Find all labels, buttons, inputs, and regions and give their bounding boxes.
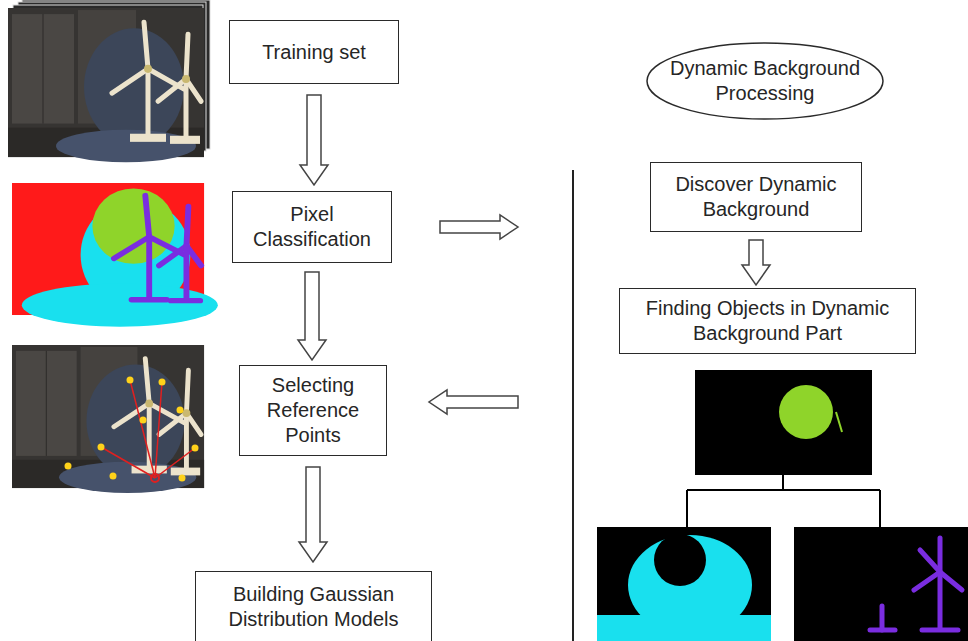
blade — [920, 550, 940, 572]
process-box: Discover Dynamic Background — [650, 162, 862, 232]
base — [922, 628, 958, 633]
reference-dot — [177, 407, 184, 414]
hollow-arrow — [429, 390, 518, 414]
reference-photo — [12, 345, 204, 493]
blade — [114, 237, 149, 259]
mask-hole — [654, 534, 706, 586]
dynamic-object — [779, 385, 833, 439]
node-text: Training set — [262, 40, 366, 65]
stand — [184, 246, 190, 300]
process-box: Building Gaussian Distribution Models — [195, 571, 432, 641]
bracket-line — [879, 490, 881, 527]
node-text: Pixel Classification — [243, 202, 381, 252]
mask-image — [695, 370, 872, 475]
bracket-line — [782, 475, 784, 490]
reference-line — [101, 447, 155, 478]
seg-windmill — [114, 196, 201, 301]
hollow-arrow — [299, 467, 327, 562]
mask-image — [597, 527, 771, 641]
node-text: Building Gaussian Distribution Models — [206, 582, 421, 632]
node-text: Selecting Reference Points — [250, 373, 376, 448]
windmill-object — [870, 538, 962, 630]
reference-line — [155, 448, 195, 478]
reference-dot — [98, 444, 105, 451]
title-ellipse: Dynamic Background Processing — [646, 42, 884, 120]
node-text: Discover Dynamic Background — [661, 172, 851, 222]
hollow-arrow — [440, 215, 518, 239]
mask-image — [794, 527, 968, 641]
chair-object — [597, 615, 771, 641]
training-photo — [8, 8, 204, 162]
blade — [159, 246, 186, 266]
process-box: Finding Objects in Dynamic Background Pa… — [619, 288, 916, 354]
split-bracket — [687, 475, 880, 527]
reference-dots — [65, 377, 199, 482]
reference-line — [130, 380, 155, 478]
stand — [146, 237, 152, 298]
base — [132, 297, 167, 302]
bracket-line — [686, 490, 688, 527]
dynamic-fragment — [836, 412, 842, 432]
segmentation-image — [12, 183, 218, 327]
reference-dot — [110, 473, 117, 480]
hollow-arrow — [298, 272, 326, 360]
process-box: Training set — [229, 20, 399, 84]
blade — [145, 196, 149, 237]
hollow-arrow — [742, 240, 770, 285]
reference-dot — [65, 463, 72, 470]
center-point — [151, 474, 159, 482]
reference-lines — [101, 380, 195, 478]
reference-dot — [140, 417, 147, 424]
blade — [940, 572, 962, 590]
blade — [914, 572, 940, 590]
stand — [880, 606, 885, 630]
ellipse-outline — [646, 42, 884, 120]
reference-dot — [127, 377, 134, 384]
bracket-line — [687, 489, 880, 491]
hollow-arrow — [300, 95, 328, 185]
reference-dot — [179, 475, 186, 482]
base — [171, 298, 200, 303]
node-text: Dynamic Background Processing — [666, 56, 864, 106]
reference-dot — [159, 379, 166, 386]
blade — [186, 206, 188, 246]
process-box: Pixel Classification — [232, 191, 392, 263]
divider-line — [572, 170, 574, 641]
node-text: Finding Objects in Dynamic Background Pa… — [630, 296, 905, 346]
base — [870, 628, 895, 633]
process-box: Selecting Reference Points — [239, 365, 387, 456]
reference-dot — [192, 445, 199, 452]
seg-dynamic — [92, 188, 174, 263]
stand — [938, 572, 943, 628]
reference-line — [155, 382, 162, 478]
ellipse-shape — [647, 43, 883, 119]
